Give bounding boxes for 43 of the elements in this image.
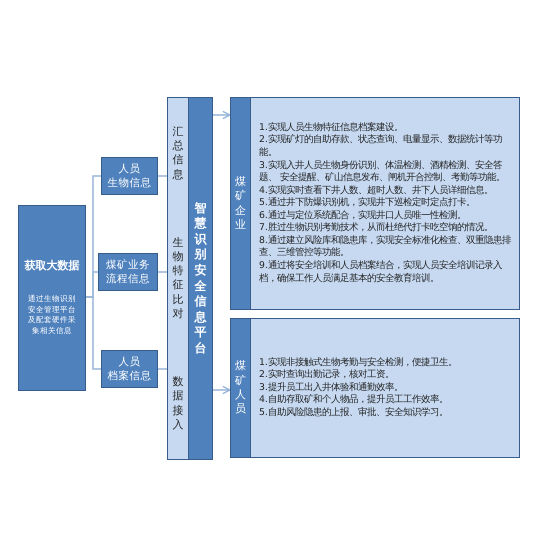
list-item: 7.胜过生物识别考勤技术，从而杜绝代打卡吃空饷的情况。: [259, 222, 493, 235]
process-column: [167, 97, 189, 460]
connector-line: [158, 175, 167, 177]
feature-panel: [250, 318, 520, 458]
category-strip: [230, 318, 251, 458]
label-text: 人员: [118, 162, 140, 176]
arrow: [213, 110, 231, 120]
category-strip: [230, 97, 251, 310]
info-box: [101, 157, 158, 195]
connector-line: [158, 271, 167, 273]
list-item: 4.实现实时查看下井人数、超时人数、井下人员详细信息。: [259, 184, 493, 197]
label-text: 汇总信息: [172, 124, 184, 182]
heading-text: 获取大数据: [24, 258, 80, 274]
list-item: 3.提升员工出入井体验和通勤效率。: [259, 382, 403, 394]
list-item: 5.通过井下防爆识别机，实现井下巡检定时定点打卡。: [259, 197, 475, 210]
list-item: 6.通过与定位系统配合，实现井口人员唯一性检测。: [259, 210, 466, 222]
label-text: 智慧识别安全信息平台: [194, 200, 206, 356]
info-box: [101, 350, 158, 388]
arrow: [213, 386, 231, 394]
list-item: 8.通过建立风险库和隐患库，实现安全标准化检查、双重隐患排查、三维管控等功能。: [259, 234, 512, 260]
list-item: 4.自助存取矿和个人物品，提升员工工作效率。: [259, 394, 448, 407]
list-item: 5.自助风险隐患的上报、审批、安全知识学习。: [259, 406, 448, 420]
label-text: 煤矿业务: [106, 258, 150, 272]
list-item: 1.实现人员生物特征信息档案建设。: [259, 122, 403, 134]
feature-panel: [250, 97, 520, 310]
label-text: 生物信息: [108, 176, 152, 190]
label-text: 生物特征比对: [172, 236, 184, 322]
source-box: [18, 205, 86, 391]
list-item: 9.通过将安全培训和人员档案结合，实现人员安全培训记录入档，确保工作人员满足基本的安全教育培训。: [259, 260, 503, 286]
list-item: 3.实现入井人员生物身份识别、体温检测、酒精检测、安全答题、 安全提醒、矿山信息发布、闸机开合控制、考勤等功能。: [259, 160, 506, 185]
label-text: 数据接入: [172, 374, 184, 432]
list-item: 2.实现矿灯的自助存款、状态查询、电量显示、数据统计等功能。: [259, 134, 503, 160]
list-item: 2.实时查询出勤记录，核对工资。: [259, 369, 394, 382]
connector-line: [86, 296, 101, 370]
label-text: 煤矿企业: [235, 174, 246, 232]
label-text: 流程信息: [106, 272, 150, 286]
label-text: 煤矿人员: [235, 359, 246, 417]
info-box: [98, 253, 158, 291]
list-item: 1.实现非接触式生物考勤与安全检测，便捷卫生。: [259, 356, 457, 369]
label-text: 人员: [118, 354, 140, 369]
platform-column: [188, 97, 213, 460]
connector-line: [158, 368, 167, 370]
label-text: 档案信息: [108, 369, 152, 384]
